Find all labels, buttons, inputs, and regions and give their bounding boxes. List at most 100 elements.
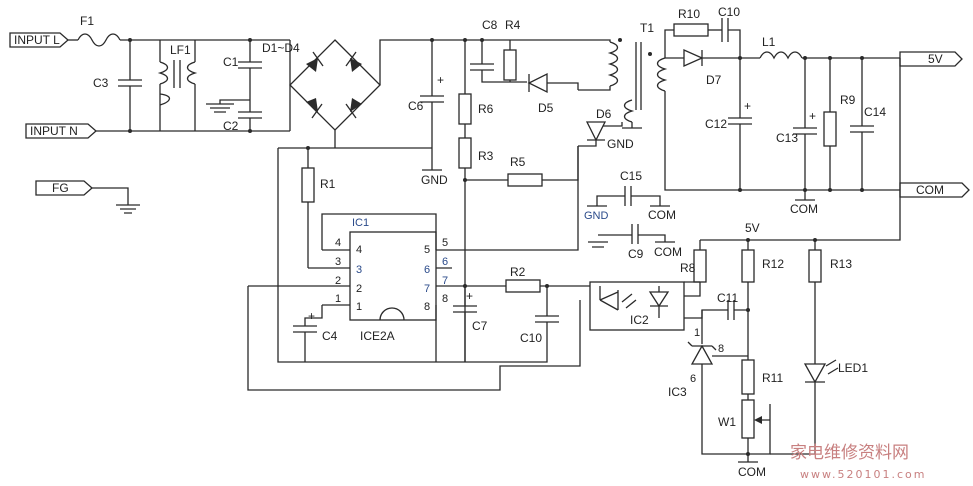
ic2-label: IC2 xyxy=(630,313,649,327)
pin-out-6: 6 xyxy=(442,256,448,268)
c12-label: C12 xyxy=(705,117,727,131)
controller-ic-ice2a: IC1 ICE2A 4 3 2 1 5 6 7 8 4 3 2 1 5 6 7 … xyxy=(248,146,579,362)
watermark-text: 家电维修资料网 xyxy=(790,443,909,463)
r12-label: R12 xyxy=(762,257,784,271)
pin-out-7: 7 xyxy=(442,275,448,287)
led-led1: LED1 xyxy=(770,359,868,455)
resistor-r4: R4 xyxy=(503,18,521,82)
r3-label: R3 xyxy=(478,149,494,163)
pin-out-3: 3 xyxy=(335,256,341,268)
resistor-r8: R8 xyxy=(680,240,707,297)
capacitor-c3: C3 xyxy=(93,40,142,131)
pin-out-1: 1 xyxy=(335,293,341,305)
c6-label: C6 xyxy=(408,99,424,113)
led1-label: LED1 xyxy=(838,361,868,375)
capacitor-c10-top: C10 xyxy=(718,5,741,58)
input-l-port: INPUT L xyxy=(9,32,69,48)
pin-in-3: 3 xyxy=(356,264,362,276)
d6-label: D6 xyxy=(596,107,612,121)
fg-label: FG xyxy=(52,181,69,195)
svg-text:+: + xyxy=(744,99,751,113)
resistor-r9: R9 xyxy=(823,58,856,190)
capacitor-c14: C14 xyxy=(850,58,886,190)
c8-label: C8 xyxy=(482,18,498,32)
fuse-f1: F1 xyxy=(68,14,160,47)
r11-label: R11 xyxy=(762,371,783,385)
input-n-port: INPUT N xyxy=(25,123,97,139)
svg-text:+: + xyxy=(809,109,816,123)
ic3-label: IC3 xyxy=(668,385,687,399)
c1-label: C1 xyxy=(223,55,239,69)
capacitor-c1: C1 xyxy=(223,40,262,100)
feedback-loop xyxy=(247,286,581,391)
pin-in-2: 2 xyxy=(356,283,362,295)
gnd1-label: GND xyxy=(421,173,448,187)
resistor-r13: R13 xyxy=(808,240,852,364)
capacitor-c4: + C4 xyxy=(293,305,338,362)
gnd-symbol-2: GND xyxy=(607,122,642,151)
out-com-port: COM xyxy=(899,182,970,198)
pin-in-1: 1 xyxy=(356,301,362,313)
transformer-t1: T1 xyxy=(578,21,668,123)
pin-in-4: 4 xyxy=(356,244,362,256)
ice2a-label: ICE2A xyxy=(360,329,395,343)
com-symbol-4: COM xyxy=(738,461,766,479)
c2-label: C2 xyxy=(223,119,239,133)
v5-net-label: 5V xyxy=(745,221,760,235)
resistor-r3: R3 xyxy=(458,124,494,362)
d7-label: D7 xyxy=(706,73,722,87)
ground-symbol-c1c2 xyxy=(206,99,250,113)
optocoupler-ic2: IC2 xyxy=(589,281,685,331)
ic3-pin-8: 8 xyxy=(718,343,724,355)
watermark-url: www.520101.com xyxy=(800,468,926,481)
input-n-label: INPUT N xyxy=(30,124,78,138)
svg-text:+: + xyxy=(466,289,473,303)
resistor-r12: R12 xyxy=(741,240,784,310)
capacitor-c6: + C6 xyxy=(408,40,444,170)
fg-ground-symbol xyxy=(92,187,140,214)
secondary-5v-feed xyxy=(700,58,901,241)
capacitor-c10-bottom: C10 xyxy=(465,286,559,363)
pin-out-4: 4 xyxy=(335,237,341,249)
secondary-return xyxy=(664,91,900,191)
resistor-r10: R10 xyxy=(664,7,722,58)
junction-dots xyxy=(128,38,864,456)
r2-label: R2 xyxy=(510,265,526,279)
w1-label: W1 xyxy=(718,415,736,429)
diode-d5: D5 xyxy=(510,72,579,115)
svg-text:+: + xyxy=(308,309,315,323)
pin-in-7: 7 xyxy=(424,283,430,295)
resistor-r1: R1 xyxy=(301,148,336,268)
bridge-input-wires xyxy=(195,39,290,132)
f1-label: F1 xyxy=(80,14,94,28)
pin-in-8: 8 xyxy=(424,301,430,313)
shunt-regulator-ic3: 1 8 6 IC3 xyxy=(668,310,748,455)
ic3-pin-6: 6 xyxy=(690,373,696,385)
resistor-r2: R2 xyxy=(465,265,600,293)
inductor-l1: L1 xyxy=(759,35,900,60)
capacitor-c2: C2 xyxy=(223,100,262,133)
c13-label: C13 xyxy=(776,131,798,145)
out-com-label: COM xyxy=(916,183,944,197)
primary-return-rail xyxy=(277,147,465,363)
pin-out-5: 5 xyxy=(442,237,448,249)
c10a-label: C10 xyxy=(718,5,740,19)
com2-label: COM xyxy=(648,208,676,222)
ic1-label: IC1 xyxy=(352,217,369,229)
r1-label: R1 xyxy=(320,177,336,191)
watermark: 家电维修资料网 www.520101.com xyxy=(790,443,926,481)
c9-label: C9 xyxy=(628,247,644,261)
out-5v-label: 5V xyxy=(928,52,943,66)
r6-label: R6 xyxy=(478,102,494,116)
out-5v-port: 5V xyxy=(899,51,963,67)
com3-label: COM xyxy=(654,245,682,259)
capacitor-c13: + C13 xyxy=(776,58,817,190)
c3-label: C3 xyxy=(93,76,109,90)
c15-label: C15 xyxy=(620,169,642,183)
r5-label: R5 xyxy=(510,155,526,169)
common-mode-choke-lf1: LF1 xyxy=(157,39,198,132)
ic3-pin-1: 1 xyxy=(694,327,700,339)
capacitor-c12: + C12 xyxy=(705,58,752,190)
gnd2-label: GND xyxy=(607,137,634,151)
